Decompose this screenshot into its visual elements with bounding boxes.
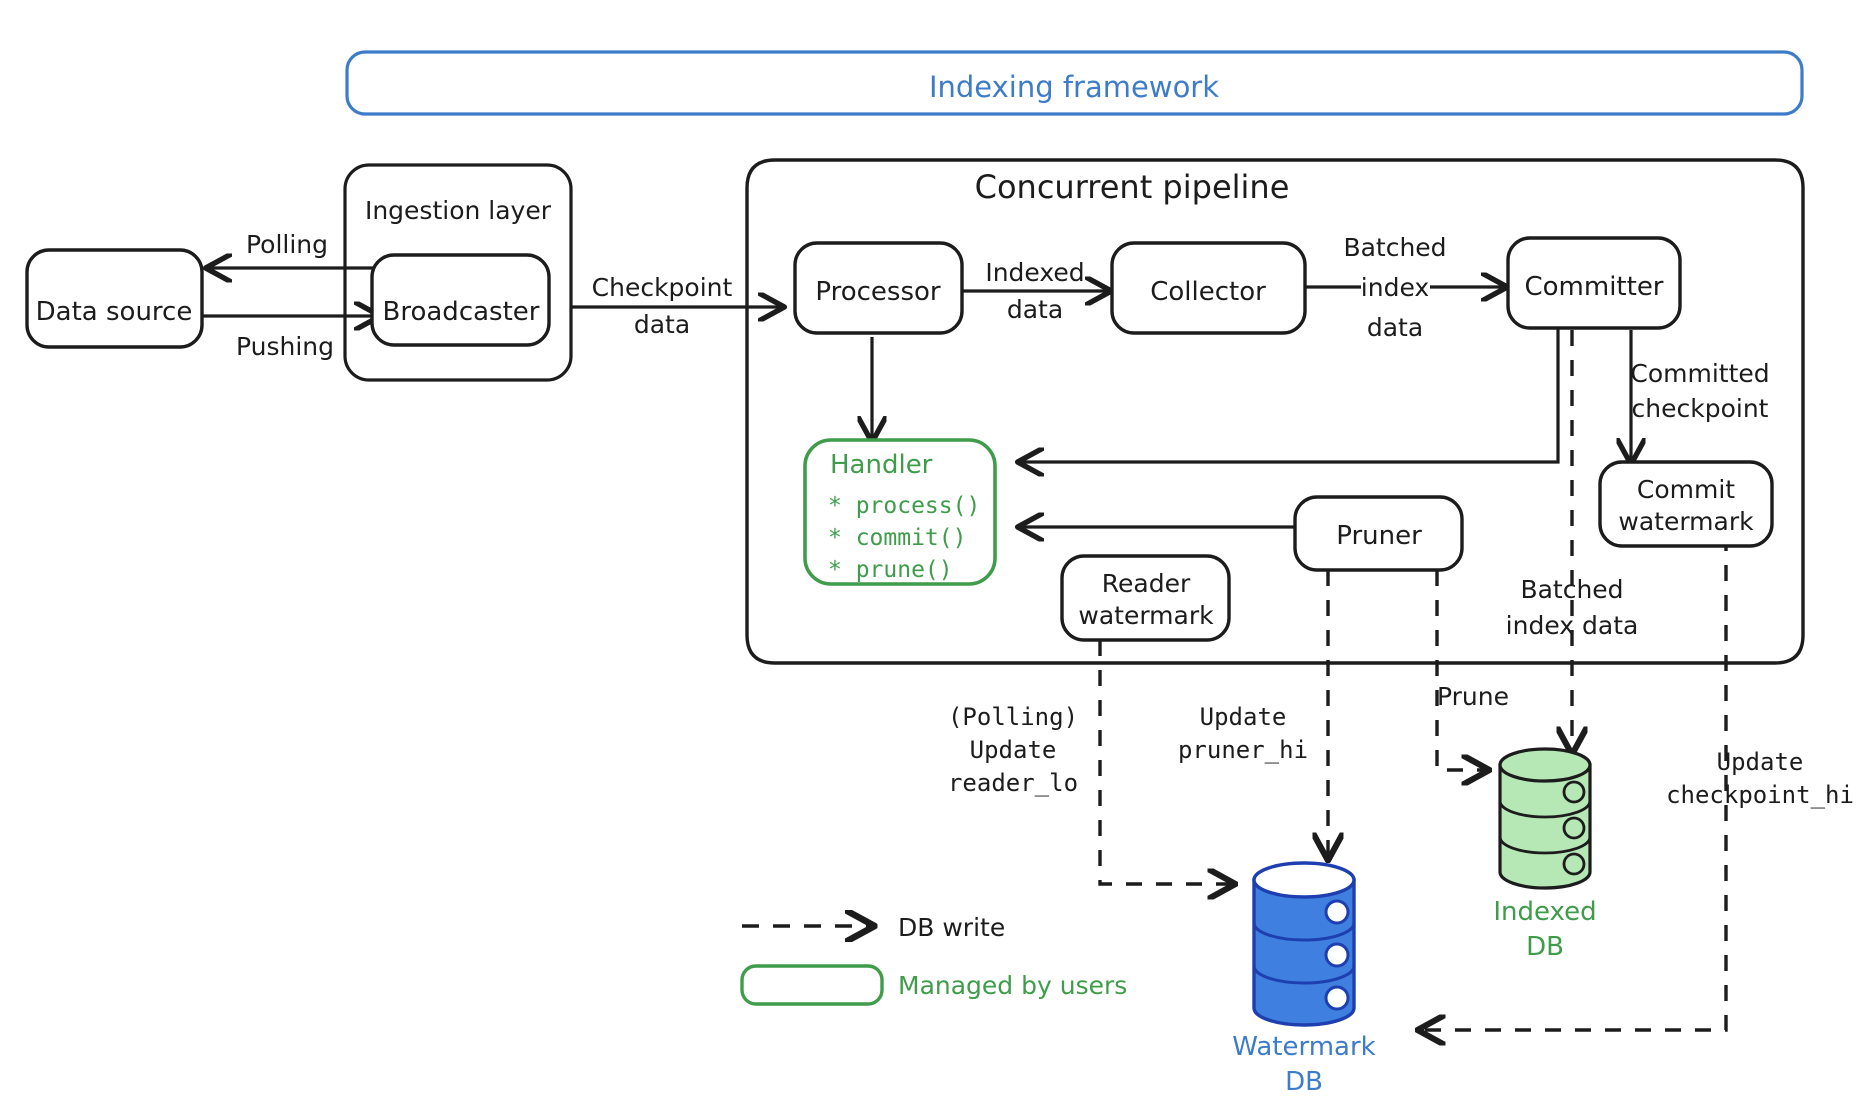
edge-label-indexed-data-1: Indexed [985,258,1084,287]
edge-label-checkpoint-hi-1: Update [1717,748,1804,776]
handler-method-process: * process() [828,493,980,519]
edge-label-batched-2: index [1361,273,1429,302]
indexed-db-top [1498,747,1592,783]
edge-prune-to-indexed-db [1435,570,1487,770]
node-collector[interactable]: Collector [1110,241,1307,335]
node-broadcaster[interactable]: Broadcaster [370,253,551,347]
node-handler[interactable]: Handler * process() * commit() * prune() [803,438,997,586]
edge-commit-watermark-to-watermark-db [1420,535,1728,1030]
edge-label-checkpoint-hi-2: checkpoint_hi [1666,781,1854,809]
handler-method-prune: * prune() [828,557,953,583]
pipeline-title: Concurrent pipeline [975,168,1290,206]
edge-label-reader-lo-3: reader_lo [948,769,1078,797]
watermark-db-light-1 [1324,899,1350,925]
commit-watermark-box[interactable] [1598,460,1774,548]
committer-label: Committer [1524,272,1663,302]
edge-label-polling: Polling [246,230,328,259]
commit-watermark-label-1: Commit [1637,475,1735,504]
indexed-db-divider-1 [1498,800,1592,819]
indexed-db-light-2 [1562,816,1586,840]
edge-label-pruner-hi-1: Update [1200,703,1287,731]
edge-label-pruner-hi-2: pruner_hi [1178,736,1308,764]
legend-managed-by-users-label: Managed by users [898,971,1127,1000]
pruner-box[interactable] [1293,495,1464,572]
collector-box[interactable] [1110,241,1307,335]
legend: DB write Managed by users [740,913,1127,1006]
node-reader-watermark[interactable]: Reader watermark [1060,554,1231,642]
edge-label-batched-1: Batched [1343,233,1446,262]
node-processor[interactable]: Processor [793,241,964,335]
framework-border [345,50,1804,116]
watermark-db-divider-2 [1252,965,1356,985]
indexed-db-light-3 [1562,852,1586,876]
edge-label-indexed-data-2: data [1007,295,1063,324]
indexed-db-label-2: DB [1526,932,1564,962]
node-data-source[interactable]: Data source [25,248,204,349]
handler-box[interactable] [803,438,997,586]
edge-label-reader-lo-2: Update [970,736,1057,764]
data-source-label: Data source [36,297,193,327]
node-pruner[interactable]: Pruner [1293,495,1464,572]
reader-watermark-box[interactable] [1060,554,1231,642]
ingestion-layer-title: Ingestion layer [365,196,552,225]
database-indexed-db[interactable]: Indexed DB [1493,747,1597,962]
indexed-db-light-1 [1562,780,1586,804]
edge-label-committed-checkpoint-2: checkpoint [1632,394,1769,423]
data-source-box[interactable] [25,248,204,349]
edge-reader-watermark-to-watermark-db [1098,640,1233,884]
watermark-db-light-2 [1324,942,1350,968]
legend-managed-by-users-swatch [740,964,884,1006]
handler-title: Handler [830,450,933,480]
processor-label: Processor [815,277,941,307]
edge-label-committed-checkpoint-1: Committed [1630,359,1769,388]
collector-label: Collector [1150,277,1266,307]
edge-label-prune: Prune [1437,682,1509,711]
watermark-db-top [1252,861,1356,899]
legend-db-write-label: DB write [898,913,1005,942]
reader-watermark-label-1: Reader [1102,569,1191,598]
broadcaster-label: Broadcaster [383,297,540,327]
broadcaster-box[interactable] [370,253,551,347]
indexed-db-divider-2 [1498,836,1592,855]
pruner-label: Pruner [1336,521,1422,551]
edge-label-batched-3: data [1367,313,1423,342]
handler-method-commit: * commit() [828,525,966,551]
committer-box[interactable] [1506,236,1682,330]
edge-committer-to-handler [1020,325,1560,462]
indexed-db-label-1: Indexed [1493,897,1596,927]
edge-label-checkpoint-data-1: Checkpoint [592,273,733,302]
watermark-db-divider-1 [1252,922,1356,942]
edge-label-batched-db-1: Batched [1520,575,1623,604]
indexing-framework-container: Indexing framework [345,50,1804,116]
edge-label-pushing: Pushing [236,332,334,361]
watermark-db-label-1: Watermark [1232,1032,1375,1062]
commit-watermark-label-2: watermark [1618,507,1754,536]
reader-watermark-label-2: watermark [1078,601,1214,630]
edge-label-batched-db-2: index data [1506,611,1639,640]
watermark-db-label-2: DB [1285,1067,1323,1097]
edge-label-reader-lo-1: (Polling) [948,703,1078,731]
framework-title: Indexing framework [929,70,1219,104]
processor-box[interactable] [793,241,964,335]
edge-label-checkpoint-data-2: data [634,310,690,339]
database-watermark-db[interactable]: Watermark DB [1232,861,1376,1097]
node-commit-watermark[interactable]: Commit watermark [1598,460,1774,548]
watermark-db-light-3 [1324,985,1350,1011]
node-committer[interactable]: Committer [1506,236,1682,330]
